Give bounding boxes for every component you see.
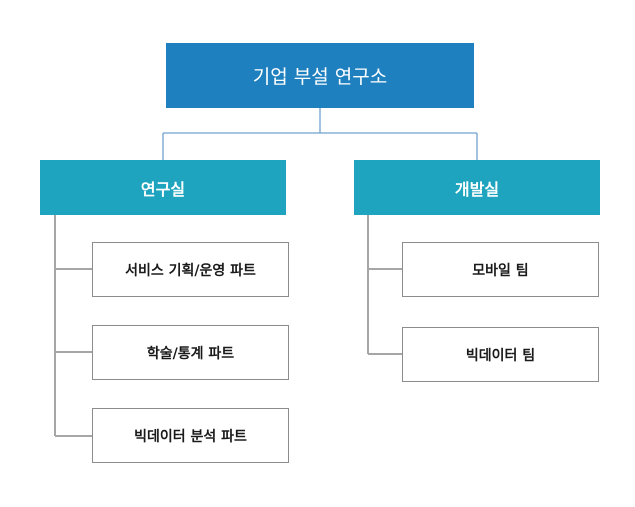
root-node-box: 기업 부설 연구소 xyxy=(166,43,474,108)
team-node: 서비스 기획/운영 파트 xyxy=(92,242,289,297)
department-node-research-lab: 연구실 xyxy=(40,160,286,215)
team-label: 서비스 기획/운영 파트 xyxy=(125,262,256,279)
team-label: 빅데이터 팀 xyxy=(465,347,536,364)
team-label: 학술/통계 파트 xyxy=(146,345,235,362)
team-node: 모바일 팀 xyxy=(402,242,599,297)
team-connectors xyxy=(54,215,402,437)
team-node: 빅데이터 팀 xyxy=(402,327,599,382)
team-label: 빅데이터 분석 파트 xyxy=(134,428,247,445)
root-connectors xyxy=(162,108,478,160)
department-node-development: 개발실 xyxy=(354,160,600,215)
team-node: 학술/통계 파트 xyxy=(92,325,289,380)
root-node-label: 기업 부설 연구소 xyxy=(252,66,388,88)
department-label: 연구실 xyxy=(140,179,186,199)
team-node: 빅데이터 분석 파트 xyxy=(92,408,289,463)
team-label: 모바일 팀 xyxy=(472,262,529,279)
department-label: 개발실 xyxy=(454,179,500,199)
